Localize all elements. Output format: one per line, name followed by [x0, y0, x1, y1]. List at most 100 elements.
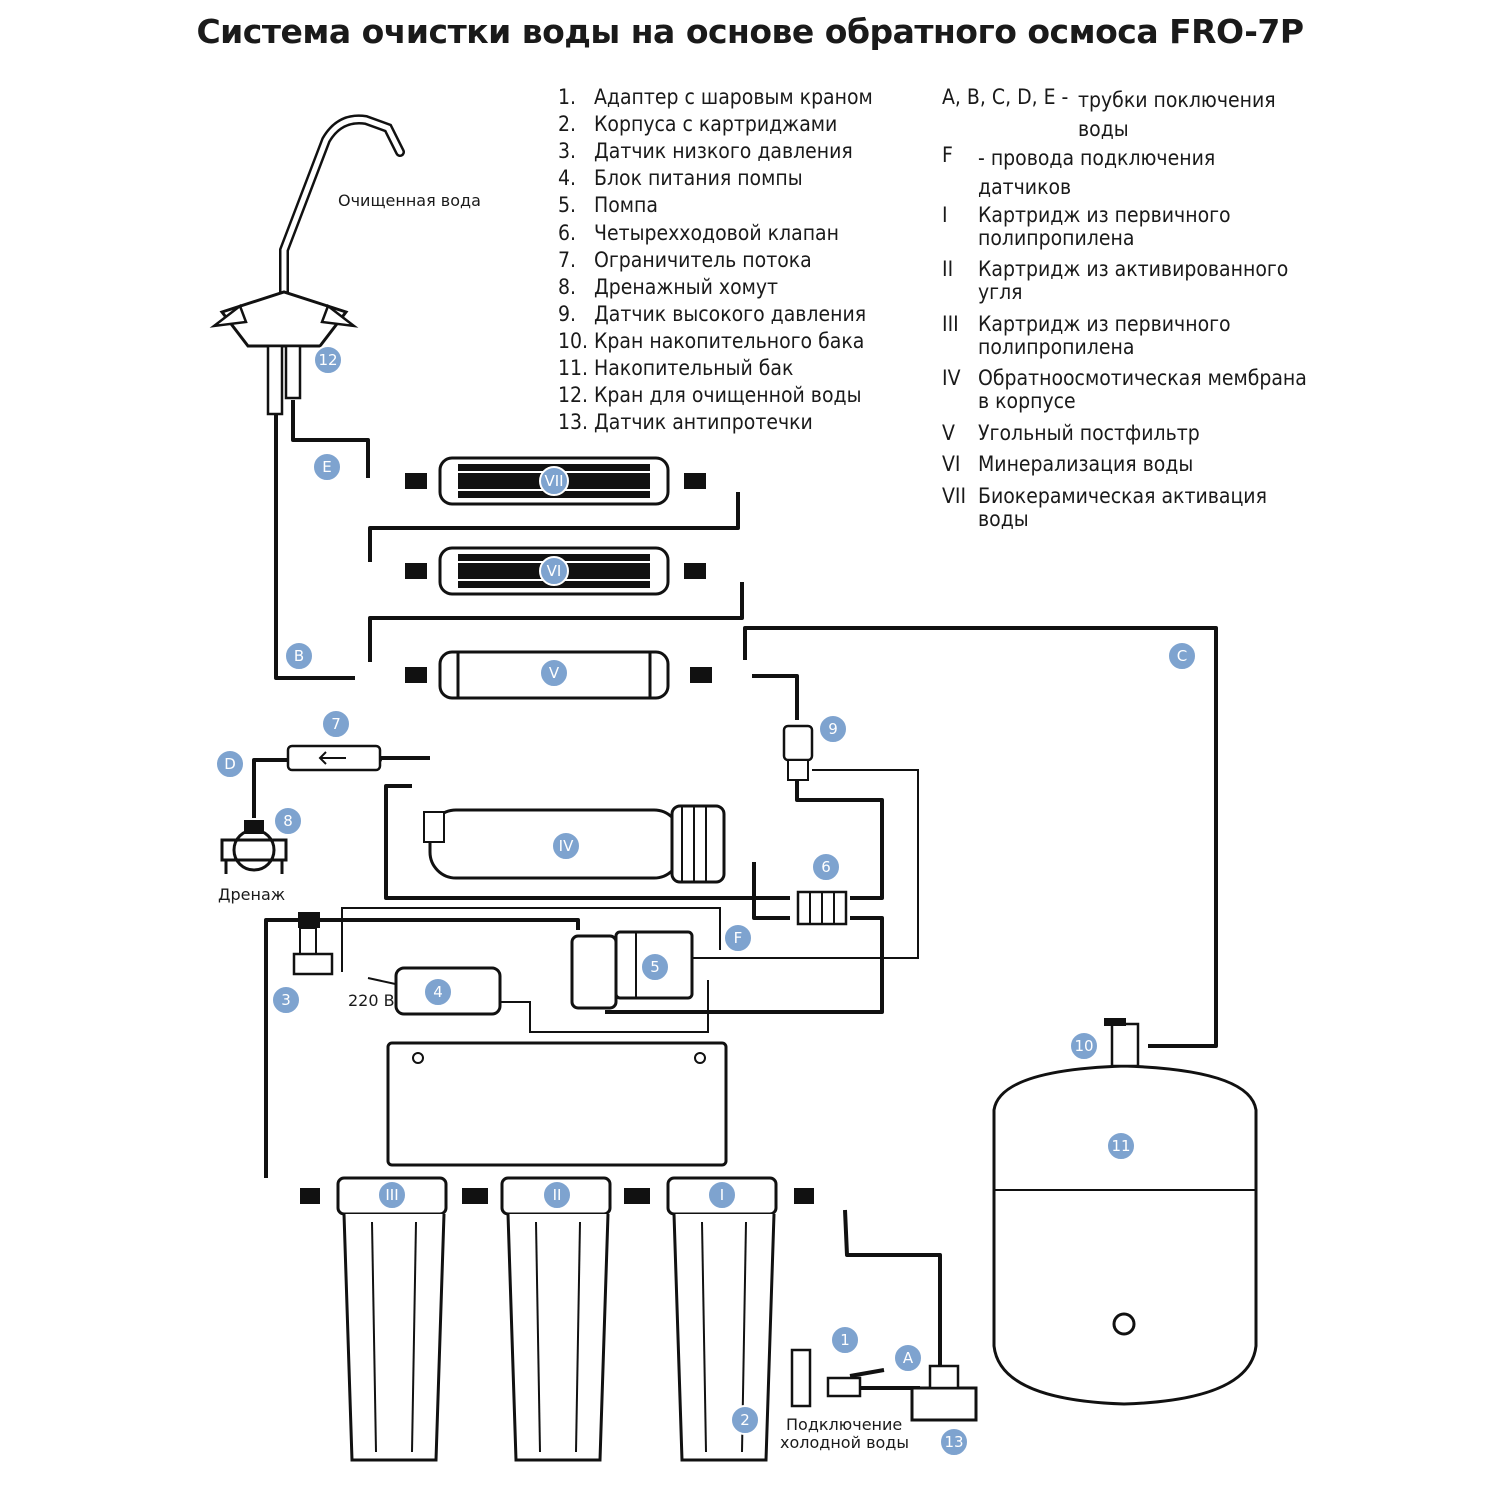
pipe-a — [843, 1209, 942, 1365]
component-text: Кран для очищенной воды — [594, 383, 862, 408]
component-number: 12. — [558, 383, 589, 408]
svg-text:3: 3 — [281, 991, 291, 1009]
component-item: 5.Помпа — [558, 192, 658, 219]
label-cold-water-1: Подключение — [786, 1415, 902, 1434]
legend-text: Обратноосмотическая мембрана в корпусе — [978, 366, 1307, 413]
legend-key: VI — [942, 452, 961, 476]
badge-8: 8 — [273, 806, 303, 836]
component-item: 1. Адаптер с шаровым краном — [558, 84, 873, 111]
component-text: Кран накопительного бака — [594, 328, 865, 353]
component-item: 4.Блок питания помпы — [558, 165, 803, 192]
svg-text:IV: IV — [559, 837, 574, 855]
component-number: 7. — [558, 247, 577, 272]
legend-key: IV — [942, 366, 961, 390]
component-number: 4. — [558, 166, 577, 191]
badge-11: 11 — [1106, 1131, 1136, 1161]
svg-text:10: 10 — [1074, 1037, 1093, 1055]
component-text: Адаптер с шаровым краном — [594, 85, 873, 109]
badge-c: C — [1167, 641, 1197, 671]
legend-text: Биокерамическая активация воды — [978, 484, 1267, 531]
badge-4: 4 — [423, 977, 453, 1007]
legend-item: VI Минерализация воды — [942, 453, 1322, 503]
legend-key: III — [942, 312, 959, 336]
badge-2: 2 — [730, 1405, 760, 1435]
label-cold-water-2: холодной воды — [780, 1433, 909, 1452]
svg-text:8: 8 — [283, 812, 293, 830]
pipe-9-6 — [795, 780, 884, 900]
pipe-vi-v — [368, 582, 744, 662]
component-text: Датчик антипротечки — [594, 410, 813, 435]
svg-text:F: F — [734, 929, 743, 947]
badge-e: E — [312, 452, 342, 482]
flow-restrictor — [286, 744, 382, 772]
component-item: 2. Корпуса с картриджами — [558, 111, 837, 138]
badge-9: 9 — [818, 714, 848, 744]
housing-iii — [336, 1176, 448, 1462]
feed-adapter — [790, 1348, 885, 1408]
badge-5: 5 — [640, 952, 670, 982]
component-item: 13.Датчик антипротечки — [558, 409, 813, 436]
svg-text:4: 4 — [433, 983, 443, 1001]
sensor-wires — [341, 769, 919, 1033]
low-pressure-sensor — [292, 912, 334, 976]
legend-item: A, B, C, D, E - трубки поключения воды — [942, 85, 1322, 142]
svg-text:C: C — [1177, 647, 1187, 665]
badge-6: 6 — [811, 852, 841, 882]
svg-text:I: I — [720, 1186, 724, 1204]
component-item: 3.Датчик низкого давления — [558, 138, 853, 165]
wire-9 — [690, 769, 919, 959]
svg-text:5: 5 — [650, 958, 660, 976]
drain-clamp — [220, 820, 288, 874]
pipe-iii-3 — [264, 918, 298, 1178]
badge-f: F — [723, 923, 753, 953]
component-text: Четырехходовой клапан — [594, 220, 839, 245]
svg-text:9: 9 — [828, 720, 838, 738]
legend-key: A, B, C, D, E - — [942, 85, 1069, 109]
pipe-v-9 — [752, 674, 799, 720]
badge-13: 13 — [939, 1427, 969, 1457]
component-number: 11. — [558, 356, 589, 380]
component-item: 6.Четырехходовой клапан — [558, 220, 839, 247]
legend-text: трубки поключения воды — [1078, 88, 1276, 141]
component-number: 9. — [558, 301, 577, 326]
wire-3 — [341, 907, 721, 972]
legend-key: V — [942, 421, 955, 445]
svg-text:III: III — [385, 1186, 398, 1204]
component-item: 8.Дренажный хомут — [558, 274, 778, 301]
component-text: Датчик высокого давления — [594, 301, 867, 326]
pipe-b — [274, 415, 355, 680]
label-drain: Дренаж — [218, 885, 285, 904]
pipe-e — [291, 400, 370, 478]
pipe-iv-drain — [384, 784, 790, 900]
legend-text: Картридж из активированного угля — [978, 257, 1289, 304]
badge-iv: IV — [551, 831, 581, 861]
legend-text: Угольный постфильтр — [978, 421, 1200, 445]
component-text: Помпа — [594, 193, 658, 218]
component-text: Датчик низкого давления — [594, 139, 853, 164]
legend-item: F- провода подключения датчиков — [942, 144, 1322, 200]
four-way-valve — [796, 890, 848, 926]
component-item: 7.Ограничитель потока — [558, 247, 812, 274]
badge-b: B — [284, 641, 314, 671]
legend-text: Картридж из первичного полипропилена — [978, 203, 1231, 250]
component-number: 13. — [558, 410, 589, 435]
pipe-iv-6 — [752, 862, 790, 920]
booster-pump — [570, 930, 694, 1010]
component-number: 2. — [558, 112, 577, 137]
component-text: Накопительный бак — [594, 356, 794, 380]
mounting-bracket — [386, 1041, 728, 1167]
component-item: 10.Кран накопительного бака — [558, 328, 864, 355]
component-item: 12.Кран для очищенной воды — [558, 382, 861, 409]
component-text: Корпуса с картриджами — [594, 112, 838, 137]
badge-i: I — [707, 1180, 737, 1210]
faucet — [209, 114, 405, 416]
badge-3: 3 — [271, 985, 301, 1015]
svg-text:1: 1 — [840, 1331, 850, 1349]
component-number: 1. — [558, 85, 577, 109]
svg-text:VII: VII — [544, 472, 563, 490]
legend-text: Минерализация воды — [978, 452, 1194, 476]
